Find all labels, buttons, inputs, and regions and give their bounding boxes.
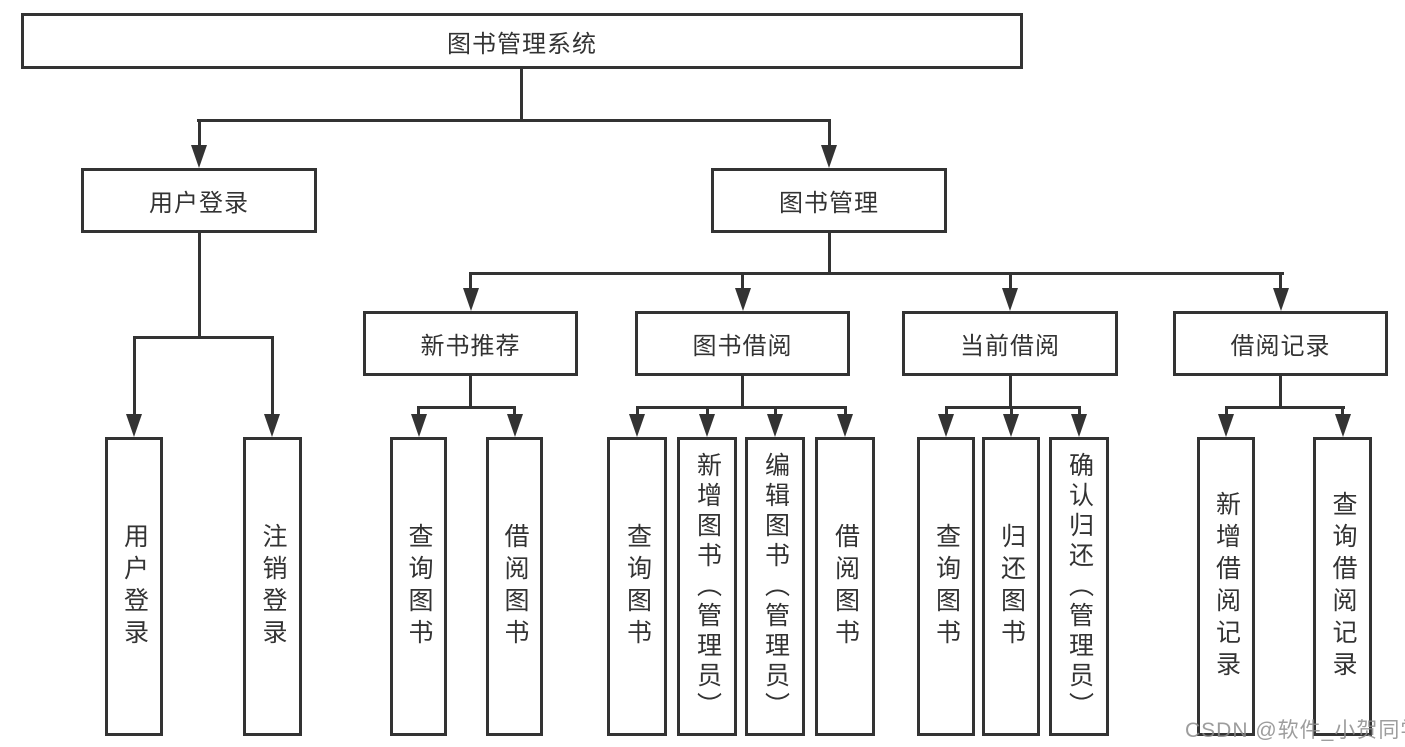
node-user-login: 用户登录 <box>81 168 317 233</box>
leaf-label: 确认归还（管理员） <box>1065 451 1094 722</box>
connector-current-borrow-split <box>944 406 1081 409</box>
connector-to-book-borrow <box>741 272 744 292</box>
connector-current-borrow-stub <box>1008 376 1012 406</box>
connector-to-leaf <box>417 406 420 418</box>
leaf-borrow-add-books-admin: 新增图书（管理员） <box>677 437 737 736</box>
csdn-watermark: CSDN @软件_小贺同学 <box>1185 719 1405 742</box>
node-current-borrow-label: 当前借阅 <box>960 333 1060 360</box>
leaf-label: 借阅图书 <box>501 522 529 651</box>
connector-to-leaf <box>1341 406 1344 418</box>
arrow-down-icon <box>767 414 783 437</box>
arrow-down-icon <box>191 145 207 168</box>
node-book-mgmt: 图书管理 <box>711 168 947 233</box>
arrow-down-icon <box>462 288 479 311</box>
arrow-down-icon <box>938 414 954 437</box>
leaf-newbooks-borrow-books: 借阅图书 <box>486 437 543 736</box>
connector-book-borrow-split <box>635 406 847 409</box>
connector-to-leaf <box>1009 406 1013 418</box>
connector-root-stub <box>520 69 523 119</box>
leaf-label: 查询图书 <box>405 522 433 651</box>
connector-to-leaf <box>513 406 516 418</box>
arrow-down-icon <box>1218 414 1234 437</box>
connector-to-leaf <box>944 406 948 418</box>
connector-to-leaf <box>1224 406 1228 418</box>
leaf-label: 借阅图书 <box>831 522 860 651</box>
connector-to-leaf <box>132 336 136 418</box>
node-book-borrow: 图书借阅 <box>635 311 850 376</box>
leaf-label: 查询图书 <box>623 522 652 651</box>
leaf-borrow-borrow-books: 借阅图书 <box>815 437 875 736</box>
node-book-borrow-label: 图书借阅 <box>692 333 793 360</box>
leaf-current-return-books: 归还图书 <box>982 437 1040 736</box>
leaf-current-confirm-return-admin: 确认归还（管理员） <box>1049 437 1109 736</box>
connector-to-leaf <box>705 406 709 418</box>
connector-to-book-mgmt <box>827 119 831 149</box>
node-new-books-label: 新书推荐 <box>420 333 521 360</box>
leaf-user-login: 用户登录 <box>105 437 163 736</box>
connector-to-leaf <box>843 406 847 418</box>
leaf-records-query-record: 查询借阅记录 <box>1313 437 1372 736</box>
connector-root-split <box>197 119 831 122</box>
connector-to-leaf <box>773 406 777 418</box>
connector-to-new-books <box>469 272 472 292</box>
node-root: 图书管理系统 <box>21 13 1023 69</box>
arrow-down-icon <box>1071 414 1087 437</box>
leaf-newbooks-query-books: 查询图书 <box>390 437 447 736</box>
connector-to-leaf <box>1077 406 1081 418</box>
connector-to-current-borrow <box>1008 272 1012 292</box>
leaf-label: 查询借阅记录 <box>1329 490 1357 683</box>
node-borrow-records: 借阅记录 <box>1173 311 1388 376</box>
arrow-down-icon <box>1002 288 1018 311</box>
connector-user-login-split <box>132 336 274 339</box>
arrow-down-icon <box>1272 288 1289 311</box>
leaf-label: 新增图书（管理员） <box>693 451 722 722</box>
connector-new-books-stub <box>469 376 472 406</box>
leaf-label: 归还图书 <box>997 522 1026 651</box>
connector-borrow-records-stub <box>1279 376 1282 406</box>
arrow-down-icon <box>837 414 853 437</box>
connector-book-mgmt-stub <box>827 233 831 272</box>
arrow-down-icon <box>506 414 523 437</box>
connector-to-user-login <box>197 119 201 149</box>
connector-new-books-split <box>417 406 516 409</box>
leaf-borrow-edit-books-admin: 编辑图书（管理员） <box>745 437 805 736</box>
leaf-user-login-label: 用户登录 <box>120 522 149 651</box>
arrow-down-icon <box>699 414 715 437</box>
leaf-borrow-query-books: 查询图书 <box>607 437 667 736</box>
connector-book-borrow-stub <box>741 376 744 406</box>
arrow-down-icon <box>734 288 751 311</box>
connector-borrow-records-split <box>1224 406 1345 409</box>
arrow-down-icon <box>629 414 645 437</box>
arrow-down-icon <box>410 414 427 437</box>
leaf-label: 查询图书 <box>932 522 961 651</box>
connector-to-leaf <box>270 336 274 418</box>
connector-to-borrow-records <box>1279 272 1282 292</box>
node-book-mgmt-label: 图书管理 <box>779 190 879 217</box>
arrow-down-icon <box>821 145 837 168</box>
node-root-label: 图书管理系统 <box>447 30 597 58</box>
node-user-login-label: 用户登录 <box>149 190 249 217</box>
arrow-down-icon <box>1334 414 1351 437</box>
node-new-books: 新书推荐 <box>363 311 578 376</box>
connector-user-login-stub <box>197 233 201 336</box>
leaf-current-query-books: 查询图书 <box>917 437 975 736</box>
leaf-logout: 注销登录 <box>243 437 302 736</box>
connector-level3-split <box>469 272 1284 275</box>
leaf-label: 新增借阅记录 <box>1212 490 1241 683</box>
node-borrow-records-label: 借阅记录 <box>1230 333 1331 360</box>
connector-to-leaf <box>635 406 639 418</box>
leaf-label: 编辑图书（管理员） <box>761 451 790 722</box>
arrow-down-icon <box>264 414 280 437</box>
arrow-down-icon <box>126 414 142 437</box>
leaf-records-add-record: 新增借阅记录 <box>1197 437 1255 736</box>
arrow-down-icon <box>1003 414 1019 437</box>
node-current-borrow: 当前借阅 <box>902 311 1118 376</box>
leaf-logout-label: 注销登录 <box>259 522 287 651</box>
